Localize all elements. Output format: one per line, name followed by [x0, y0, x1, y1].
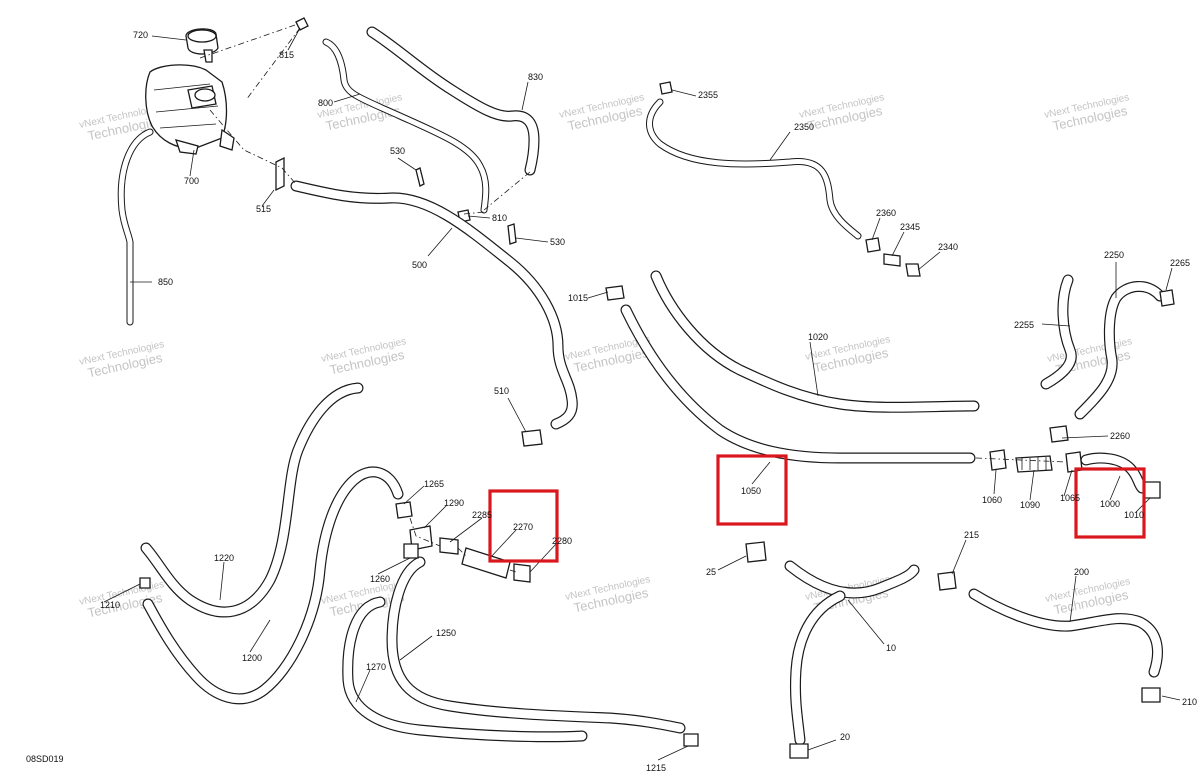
callout-2345: 2345: [900, 222, 920, 232]
callout-1260: 1260: [370, 574, 390, 584]
connector-line: [199, 23, 301, 185]
callout-1270: 1270: [366, 662, 386, 672]
callout-2280: 2280: [552, 536, 572, 546]
callout-1290: 1290: [444, 498, 464, 508]
clamp-215: [937, 571, 957, 591]
clamp-210: [1141, 687, 1161, 703]
callout-810: 810: [492, 213, 507, 223]
callout-1215: 1215: [646, 763, 666, 773]
callout-215: 215: [964, 530, 979, 540]
clamp-20: [789, 743, 809, 759]
fitting-2345: [883, 253, 901, 267]
callout-2255: 2255: [1014, 320, 1034, 330]
callout-850: 850: [158, 277, 173, 287]
tube-2270: [461, 547, 511, 579]
clamp-1010: [1143, 481, 1161, 499]
clamp-815: [295, 17, 309, 31]
callout-800: 800: [318, 98, 333, 108]
callout-1000: 1000: [1100, 499, 1120, 509]
callout-720: 720: [133, 30, 148, 40]
callout-labels: 720 815 800 830 700 515 530 810 530 500 …: [100, 30, 1197, 773]
connector-1090: [1015, 455, 1053, 473]
callout-1265: 1265: [424, 479, 444, 489]
leader-lines: [103, 27, 1181, 761]
highlight-box-2270: [488, 489, 559, 563]
clamp-2355: [659, 81, 673, 95]
fitting-1015: [605, 285, 625, 301]
clamp-1265: [395, 501, 413, 519]
clamp-2280: [513, 563, 531, 583]
clamp-2260: [1049, 425, 1069, 443]
clamp-510: [521, 429, 543, 447]
callout-1065: 1065: [1060, 493, 1080, 503]
callout-2340: 2340: [938, 242, 958, 252]
clamp-2265: [1159, 289, 1175, 307]
callout-530-b: 530: [550, 237, 565, 247]
reservoir-cap: [185, 28, 219, 63]
highlight-box-1000: [1074, 467, 1146, 539]
clamp-1260: [403, 543, 419, 559]
callout-1250: 1250: [436, 628, 456, 638]
coolant-reservoir: [145, 64, 235, 155]
callout-20: 20: [840, 732, 850, 742]
clamp-1060: [989, 449, 1007, 471]
callout-25: 25: [706, 567, 716, 577]
callout-500: 500: [412, 260, 427, 270]
callout-2260: 2260: [1110, 431, 1130, 441]
clamp-2360: [865, 237, 881, 253]
callout-530: 530: [390, 146, 405, 156]
callout-515: 515: [256, 204, 271, 214]
hose-1220: [140, 382, 364, 618]
callout-1050: 1050: [741, 486, 761, 496]
clamp-2285: [439, 537, 459, 555]
highlight-box-1050: [716, 454, 788, 526]
callout-10: 10: [886, 643, 896, 653]
callout-210: 210: [1182, 697, 1197, 707]
callout-510: 510: [494, 386, 509, 396]
callout-200: 200: [1074, 567, 1089, 577]
clamp-25: [745, 541, 767, 563]
callout-1060: 1060: [982, 495, 1002, 505]
callout-830: 830: [528, 72, 543, 82]
connector-line: [409, 517, 517, 573]
callout-2355: 2355: [698, 90, 718, 100]
callout-2250: 2250: [1104, 250, 1124, 260]
callout-2285: 2285: [472, 510, 492, 520]
callout-2350: 2350: [794, 122, 814, 132]
callout-1220: 1220: [214, 553, 234, 563]
clip-515: [275, 156, 285, 192]
clamp-1215: [683, 733, 699, 747]
callout-1210: 1210: [100, 600, 120, 610]
callout-700: 700: [184, 176, 199, 186]
connector-line: [975, 457, 1067, 463]
diagram-code: 08SD019: [26, 754, 64, 764]
callout-1090: 1090: [1020, 500, 1040, 510]
screw-530-b: [507, 223, 517, 245]
callout-1010: 1010: [1124, 510, 1144, 520]
connector-line: [463, 171, 531, 215]
screw-530: [415, 167, 425, 187]
callout-1015: 1015: [568, 293, 588, 303]
clamp-1210: [139, 577, 151, 589]
callout-1020: 1020: [808, 332, 828, 342]
sensor-2340: [905, 263, 921, 277]
callout-2270: 2270: [513, 522, 533, 532]
callout-815: 815: [279, 50, 294, 60]
hose-500: [290, 180, 578, 430]
callout-2360: 2360: [876, 208, 896, 218]
callout-1200: 1200: [242, 653, 262, 663]
callout-2265: 2265: [1170, 258, 1190, 268]
